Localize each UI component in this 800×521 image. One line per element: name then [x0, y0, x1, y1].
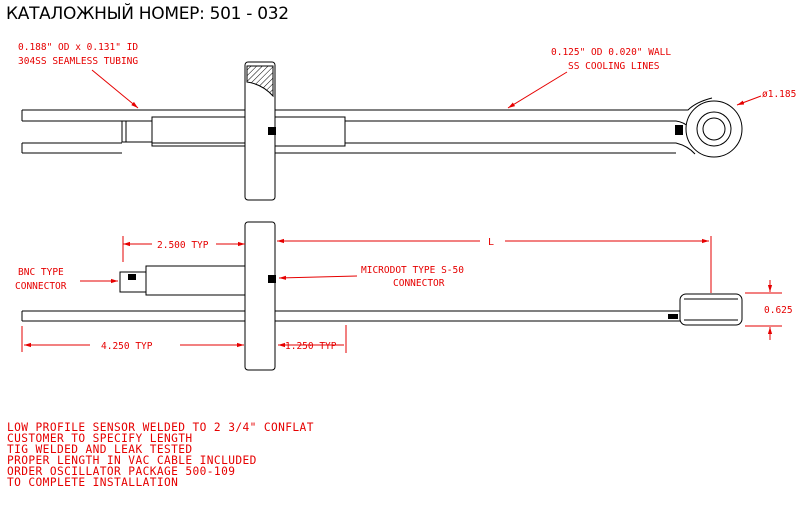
note-line: ORDER OSCILLATOR PACKAGE 500-109 [7, 465, 236, 478]
dimension-4250: 4.250 TYP [101, 341, 153, 352]
cooling-callout-line1: 0.125" OD 0.020" WALL [551, 47, 671, 58]
dimension-2500: 2.500 TYP [157, 240, 209, 251]
diameter-callout: ø1.185 [762, 89, 796, 100]
note-line: TO COMPLETE INSTALLATION [7, 476, 179, 489]
side-dimensions [21, 236, 782, 353]
microdot-callout-line1: MICRODOT TYPE S-50 [361, 265, 464, 276]
note-line: CUSTOMER TO SPECIFY LENGTH [7, 432, 193, 445]
microdot-callout-line2: CONNECTOR [393, 278, 445, 289]
note-line: TIG WELDED AND LEAK TESTED [7, 443, 193, 456]
note-line: PROPER LENGTH IN VAC CABLE INCLUDED [7, 454, 257, 467]
tubing-callout-line1: 0.188" OD x 0.131" ID [18, 42, 138, 53]
dimension-L: L [488, 237, 494, 248]
dimension-1250: 1.250 TYP [285, 341, 337, 352]
tubing-callout-line2: 304SS SEAMLESS TUBING [18, 56, 138, 67]
cooling-callout-line2: SS COOLING LINES [568, 61, 660, 72]
bnc-callout-line1: BNC TYPE [18, 267, 64, 278]
bnc-callout-line2: CONNECTOR [15, 281, 67, 292]
page-title: КАТАЛОЖНЫЙ НОМЕР: 501 - 032 [6, 4, 289, 24]
note-line: LOW PROFILE SENSOR WELDED TO 2 3/4" CONF… [7, 421, 314, 434]
top-callouts [91, 69, 762, 109]
callout-texts: 0.188" OD x 0.131" ID 304SS SEAMLESS TUB… [15, 42, 796, 352]
side-view [21, 221, 743, 371]
notes-block: LOW PROFILE SENSOR WELDED TO 2 3/4" CONF… [7, 422, 314, 488]
top-view [21, 61, 743, 201]
dimension-0625: 0.625 [764, 305, 793, 316]
